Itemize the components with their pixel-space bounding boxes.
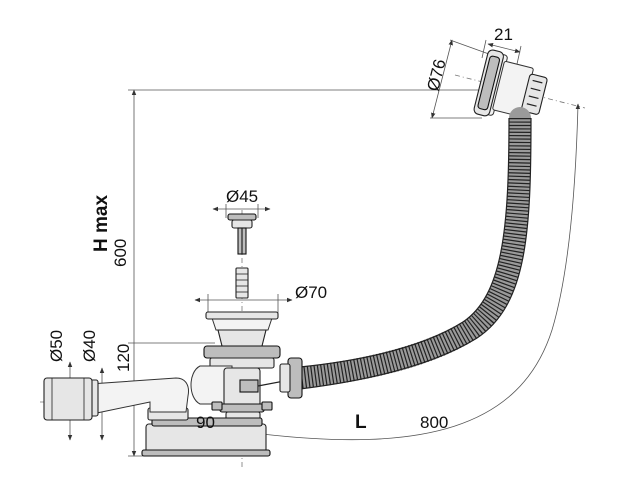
plug-diameter-label: Ø45 [226, 187, 258, 206]
outlet-inner-diameter-label: Ø40 [80, 330, 99, 362]
outlet-outer-diameter-label: Ø50 [47, 330, 66, 362]
outlet-height-label: 120 [114, 344, 133, 372]
length-dimension-curve [261, 103, 581, 441]
overflow-axis-line [454, 74, 586, 109]
overflow-cover [473, 49, 548, 117]
waste-body [190, 311, 303, 431]
plug [227, 213, 257, 299]
cover-depth-dimension [487, 43, 521, 53]
cover-diameter-dimension [431, 39, 453, 119]
cover-depth-label: 21 [494, 25, 513, 44]
length-symbol-label: L [355, 412, 367, 433]
cover-depth-ext-1 [481, 39, 487, 59]
waste-diameter-label: Ø70 [295, 283, 327, 302]
overflow-hose [289, 107, 532, 390]
height-title-label: H max [91, 195, 112, 252]
outlet-offset-label: 90 [196, 413, 215, 432]
trap-outlet [43, 377, 271, 457]
cover-diameter-label: Ø76 [423, 57, 449, 93]
cover-depth-ext-2 [516, 45, 522, 65]
height-value-label: 600 [111, 239, 130, 267]
length-value-label: 800 [420, 413, 448, 432]
